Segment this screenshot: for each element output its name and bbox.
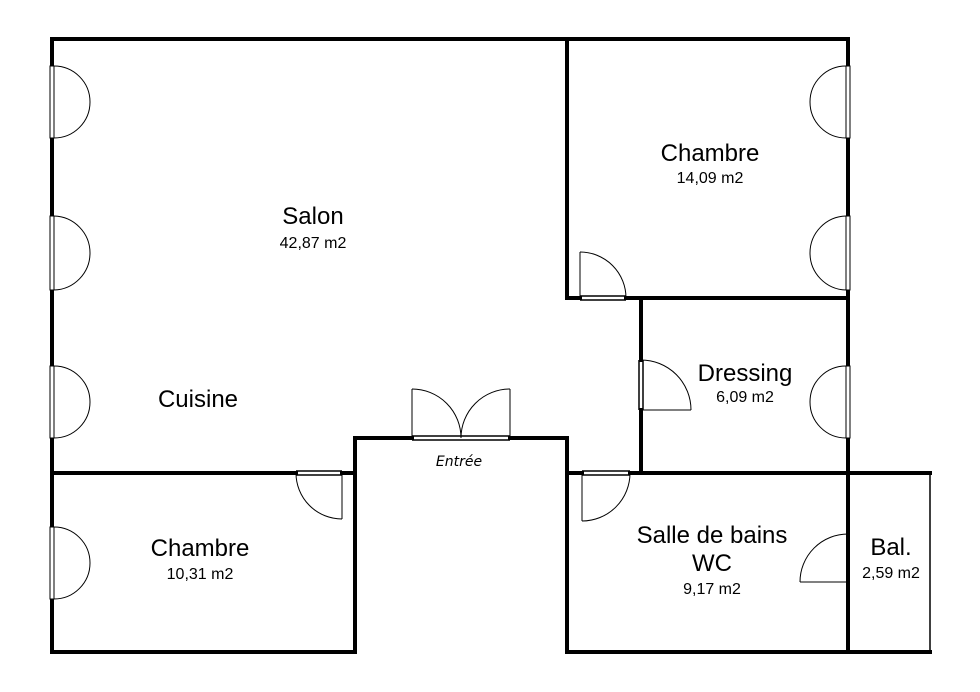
door-dressing bbox=[640, 359, 692, 411]
window-salon-left-2 bbox=[49, 215, 91, 291]
chambre-top-name: Chambre bbox=[661, 140, 760, 167]
window-chambre-top-right-2 bbox=[809, 215, 851, 291]
door-thresholds bbox=[296, 295, 644, 476]
dressing-name: Dressing bbox=[698, 360, 793, 387]
chambre-bottom-area: 10,31 m2 bbox=[167, 566, 234, 583]
door-entree bbox=[411, 388, 511, 439]
window-salon-left-3 bbox=[49, 365, 91, 439]
balcon-name: Bal. bbox=[870, 534, 911, 561]
entree-label: Entrée bbox=[436, 454, 482, 470]
salon-name: Salon bbox=[282, 203, 343, 230]
salon-area: 42,87 m2 bbox=[280, 235, 347, 252]
salle-de-bains-name-line2: WC bbox=[692, 550, 732, 577]
chambre-bottom-name: Chambre bbox=[151, 535, 250, 562]
salle-de-bains-name-line1: Salle de bains bbox=[637, 522, 788, 549]
door-salle-de-bains bbox=[581, 472, 631, 522]
door-chambre-top bbox=[579, 251, 627, 299]
chambre-top-area: 14,09 m2 bbox=[677, 170, 744, 187]
window-salon-left-1 bbox=[49, 65, 91, 139]
window-dressing-right bbox=[809, 365, 851, 439]
cuisine-name: Cuisine bbox=[158, 386, 238, 413]
salle-de-bains-area: 9,17 m2 bbox=[683, 581, 741, 598]
door-chambre-bottom bbox=[295, 472, 343, 520]
balcon-area: 2,59 m2 bbox=[862, 565, 920, 582]
walls bbox=[50, 37, 932, 654]
window-chambre-top-right-1 bbox=[809, 65, 851, 139]
window-chambre-bottom-left bbox=[49, 526, 91, 600]
door-balcon bbox=[799, 533, 849, 583]
dressing-area: 6,09 m2 bbox=[716, 389, 774, 406]
